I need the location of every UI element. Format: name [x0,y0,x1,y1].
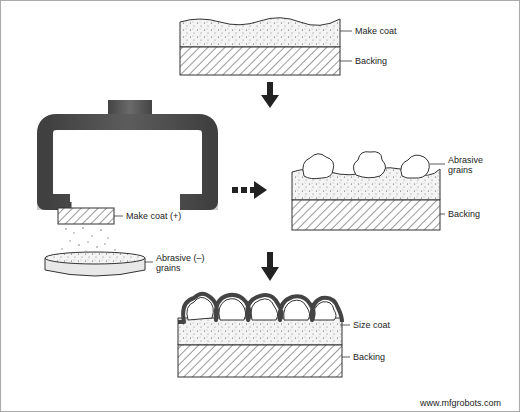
watermark: www.mfgrobots.com [420,398,501,408]
part-label: Make coat (+) [126,211,181,221]
part-label: Backing [355,56,387,66]
part-label: Backing [353,352,385,362]
part-label: Abrasive grains [448,155,494,175]
part-label: Abrasive (–) grains [156,253,214,273]
part-label: Backing [448,209,480,219]
part-label: Make coat [355,26,397,36]
part-label: Size coat [353,320,390,330]
